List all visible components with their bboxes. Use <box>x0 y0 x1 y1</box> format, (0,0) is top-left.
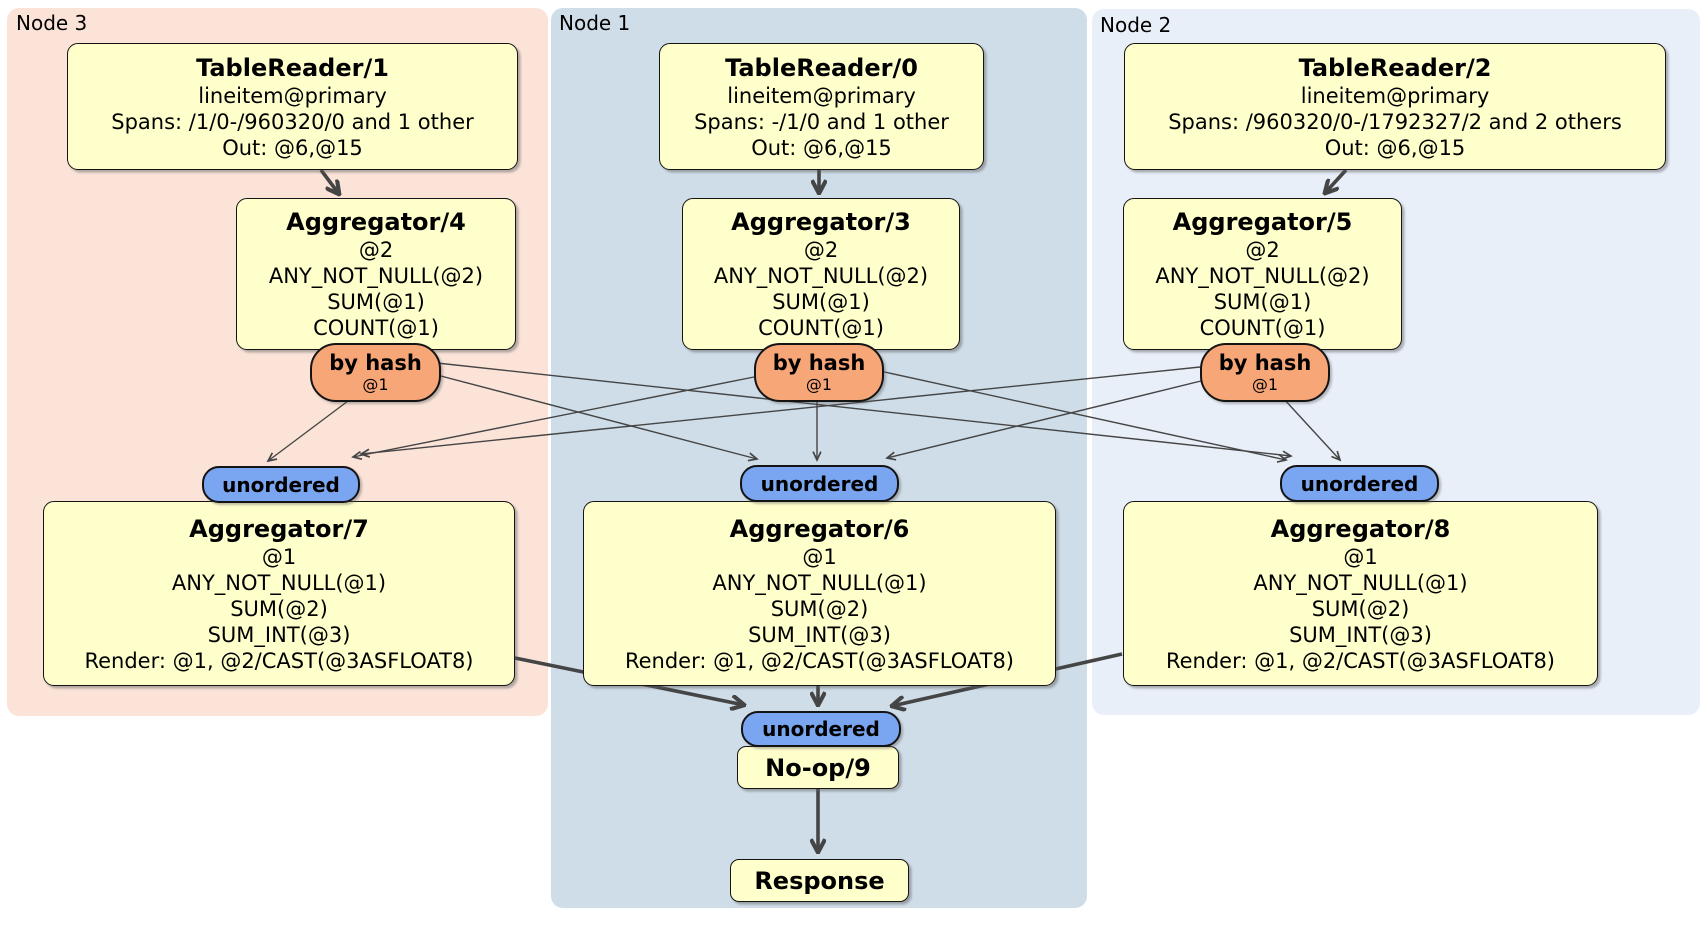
processor-line: @2 <box>1245 238 1280 262</box>
processor-tablereader-2: TableReader/2 lineitem@primary Spans: /9… <box>1124 43 1666 170</box>
processor-title: TableReader/2 <box>1298 53 1492 82</box>
processor-line: SUM(@2) <box>770 596 869 621</box>
processor-tablereader-0: TableReader/0 lineitem@primary Spans: -/… <box>659 43 984 170</box>
region-label-node1: Node 1 <box>559 11 631 35</box>
edge-hash1-uno3 <box>353 376 755 457</box>
processor-title: Aggregator/8 <box>1270 514 1451 543</box>
processor-line: @2 <box>803 238 839 262</box>
router-key: @1 <box>805 374 833 394</box>
processor-title: TableReader/0 <box>725 53 918 82</box>
processor-title: Response <box>754 866 885 895</box>
processor-aggregator-7: Aggregator/7 @1 ANY_NOT_NULL(@1) SUM(@2)… <box>43 501 515 686</box>
processor-tablereader-1: TableReader/1 lineitem@primary Spans: /1… <box>67 43 518 170</box>
processor-aggregator-4: Aggregator/4 @2 ANY_NOT_NULL(@2) SUM(@1)… <box>236 198 516 350</box>
router-by-hash-node1: by hash @1 <box>754 343 884 402</box>
edge-hash1-uno2 <box>879 370 1286 460</box>
edge-tr1-agg4 <box>319 168 339 194</box>
processor-line: SUM_INT(@3) <box>207 622 351 647</box>
processor-line: ANY_NOT_NULL(@2) <box>713 264 929 288</box>
edge-tr2-agg5 <box>1325 168 1348 193</box>
sync-label: unordered <box>222 472 340 497</box>
processor-title: Aggregator/4 <box>286 208 466 236</box>
processor-line: Render: @1, @2/CAST(@3ASFLOAT8) <box>1165 648 1556 673</box>
processor-aggregator-3: Aggregator/3 @2 ANY_NOT_NULL(@2) SUM(@1)… <box>682 198 960 350</box>
edge-hash2-uno2 <box>1282 397 1340 460</box>
edge-hash3-uno3 <box>268 397 353 461</box>
router-by-hash-node3: by hash @1 <box>310 343 441 402</box>
processor-title: Aggregator/6 <box>729 514 910 543</box>
processor-line: Spans: -/1/0 and 1 other <box>694 109 949 134</box>
region-label-node2: Node 2 <box>1100 13 1172 37</box>
processor-line: @1 <box>261 544 297 569</box>
processor-response: Response <box>730 859 909 902</box>
processor-line: SUM(@1) <box>327 290 425 314</box>
processor-line: Out: @6,@15 <box>751 135 892 160</box>
processor-line: Render: @1, @2/CAST(@3ASFLOAT8) <box>84 648 474 673</box>
edge-hash2-uno1 <box>887 380 1202 458</box>
router-label: by hash <box>772 350 866 375</box>
processor-line: COUNT(@1) <box>1199 316 1326 340</box>
edge-hash2-uno3 <box>361 366 1201 454</box>
processor-line: ANY_NOT_NULL(@1) <box>1253 570 1468 595</box>
processor-line: COUNT(@1) <box>313 316 439 340</box>
sync-label: unordered <box>1300 471 1419 496</box>
sync-unordered-node3: unordered <box>202 466 360 503</box>
processor-line: Render: @1, @2/CAST(@3ASFLOAT8) <box>624 648 1015 673</box>
processor-line: SUM_INT(@3) <box>1289 622 1432 647</box>
sync-unordered-node1: unordered <box>740 465 899 502</box>
processor-line: lineitem@primary <box>727 83 916 108</box>
processor-line: @1 <box>802 544 837 569</box>
sync-label: unordered <box>760 471 879 496</box>
router-label: by hash <box>1218 350 1312 375</box>
sync-unordered-final: unordered <box>741 711 901 747</box>
edge-hash3-uno1 <box>436 374 757 459</box>
router-label: by hash <box>329 350 422 375</box>
processor-line: ANY_NOT_NULL(@1) <box>171 570 387 595</box>
processor-title: TableReader/1 <box>196 53 389 82</box>
processor-aggregator-5: Aggregator/5 @2 ANY_NOT_NULL(@2) SUM(@1)… <box>1123 198 1402 350</box>
processor-line: SUM_INT(@3) <box>748 622 891 647</box>
processor-line: @1 <box>1343 544 1378 569</box>
processor-line: ANY_NOT_NULL(@1) <box>712 570 927 595</box>
processor-noop-9: No-op/9 <box>737 746 899 789</box>
processor-line: @2 <box>358 238 394 262</box>
processor-line: COUNT(@1) <box>758 316 884 340</box>
sync-unordered-node2: unordered <box>1280 465 1439 502</box>
processor-line: SUM(@2) <box>230 596 328 621</box>
processor-line: SUM(@1) <box>772 290 870 314</box>
processor-line: ANY_NOT_NULL(@2) <box>1155 264 1370 288</box>
router-key: @1 <box>1251 374 1279 394</box>
region-label-node3: Node 3 <box>16 11 88 35</box>
processor-line: SUM(@1) <box>1213 290 1312 314</box>
processor-line: Spans: /960320/0-/1792327/2 and 2 others <box>1168 109 1622 134</box>
processor-line: lineitem@primary <box>198 83 387 108</box>
processor-title: Aggregator/7 <box>189 514 369 543</box>
edge-hash3-uno2 <box>436 362 1291 456</box>
processor-aggregator-6: Aggregator/6 @1 ANY_NOT_NULL(@1) SUM(@2)… <box>583 501 1056 686</box>
processor-line: ANY_NOT_NULL(@2) <box>268 264 484 288</box>
processor-aggregator-8: Aggregator/8 @1 ANY_NOT_NULL(@1) SUM(@2)… <box>1123 501 1598 686</box>
processor-title: Aggregator/3 <box>731 208 911 236</box>
router-key: @1 <box>362 374 389 394</box>
processor-title: No-op/9 <box>765 753 871 782</box>
router-by-hash-node2: by hash @1 <box>1200 343 1330 402</box>
processor-line: lineitem@primary <box>1300 83 1490 108</box>
processor-line: Spans: /1/0-/960320/0 and 1 other <box>111 109 474 134</box>
processor-line: SUM(@2) <box>1311 596 1410 621</box>
sync-label: unordered <box>762 717 880 741</box>
processor-line: Out: @6,@15 <box>1324 135 1466 160</box>
processor-line: Out: @6,@15 <box>222 135 363 160</box>
processor-title: Aggregator/5 <box>1172 208 1353 236</box>
